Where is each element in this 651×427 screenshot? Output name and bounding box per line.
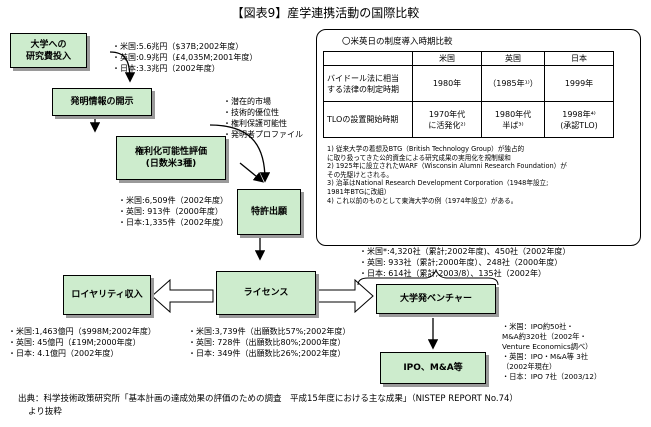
university-venture-box: 大学発ベンチャー [376,284,496,314]
royalty-amount-jp: ・日本: 4.1億円（2002年度） [8,349,119,358]
research-funding-uk: ・英国:0.9兆円（£4,035M;2001年度） [112,53,258,62]
note-line: 2) 1925年に設立されたWARF（Wisconsin Alumni Rese… [327,162,567,171]
patent-application-box: 特許出願 [237,189,301,235]
invention-disclosure-box: 発明情報の開示 [52,88,152,116]
criterion-inventor: ・発明者プロファイル [223,130,303,139]
source-line: 出典：科学技術政策研究所「基本計画の達成効果の評価のための調査 平成15年度にお… [18,394,518,404]
ipo-count-line: M&A約320社（2002年・ [502,332,587,341]
table-row-bayh-dole-label: バイドール法に相当 する法律の制定時期 [323,65,413,102]
venture-count-us: ・米国*:4,320社（累計;2002年度)、450社（2002年度） [359,247,571,256]
comparison-notes: 1) 従来大学の着想及BTG（British Technology Group）… [327,145,567,205]
license-counts-list: ・米国:3,739件（出願数比57%;2002年度） ・英国: 728件（出願数… [188,326,350,359]
arrow-license-to-venture [317,278,374,314]
comparison-table: 米国 英国 日本 バイドール法に相当 する法律の制定時期 1980年 （1985… [323,51,614,138]
patentability-evaluation-box: 権利化可能性評価 (日数米3種) [116,136,226,180]
criterion-market: ・潜在的市場 [223,97,271,106]
ipo-count-line: Venture Economics調べ） [502,342,593,351]
page-title: 【図表9】産学連携活動の国際比較 [231,6,420,20]
criterion-technical: ・技術的優位性 [223,108,279,117]
patent-counts-list: ・米国:6,509件（2002年度） ・英国: 913件（2000年度） ・日本… [118,195,228,228]
royalty-amounts-list: ・米国:1,463億円（$998M;2002年度） ・英国: 45億円（£19M… [8,326,156,359]
license-count-us: ・米国:3,739件（出願数比57%;2002年度） [188,327,351,336]
table-header-jp: 日本 [544,51,614,66]
patent-application-label: 特許出願 [250,207,287,217]
evaluation-criteria-list: ・潜在的市場 ・技術的優位性 ・権利保護可能性 ・発明者プロファイル [223,96,303,140]
license-box: ライセンス [216,271,316,315]
table-cell: 1999年 [544,65,614,102]
ipo-ma-label: IPO、M&A等 [403,363,463,373]
criterion-protection: ・権利保護可能性 [223,119,287,128]
research-funding-us: ・米国:5.6兆円（$37B;2002年度） [112,42,244,51]
venture-count-uk: ・英国: 933社（累計;2000年度）、248社（2000年度） [359,258,563,267]
table-cell: 1970年代 に活発化²⁾ [412,101,482,138]
note-line: その先駆けとされる。 [327,170,393,179]
table-header-blank [323,51,413,66]
note-line: 3) 治革はNational Research Development Corp… [327,179,549,188]
arrow-license-to-royalty [151,278,214,314]
table-header-us: 米国 [412,51,482,66]
patent-count-uk: ・英国: 913件（2000年度） [118,207,223,216]
royalty-amount-us: ・米国:1,463億円（$998M;2002年度） [8,327,156,336]
ipo-count-line: ・英国：IPO・M&A等 3社 [502,352,589,361]
table-cell: 1980年 [412,65,482,102]
table-cell: （1985年¹⁾） [481,65,545,102]
ipo-count-line: ・米国：IPO約50社・ [502,322,574,331]
ipo-count-line: ・日本：IPO 7社（2003/12） [502,372,602,381]
research-funding-label: 大学への 研究費投入 [25,39,71,62]
invention-disclosure-label: 発明情報の開示 [70,97,134,107]
license-count-uk: ・英国: 728件（出願数比80%;2000年度） [188,338,346,347]
research-funding-jp: ・日本:3.3兆円（2002年度） [112,64,220,73]
royalty-income-label: ロイヤリティ収入 [71,290,143,300]
table-row-tlo-label: TLOの設置開始時期 [323,101,413,138]
comparison-title: 〇米英日の制度導入時期比較 [342,37,453,47]
note-line: 1) 従来大学の着想及BTG（British Technology Group）… [327,145,525,153]
university-venture-label: 大学発ベンチャー [400,294,472,304]
ipo-count-line: （2002年現在） [502,362,557,371]
royalty-income-box: ロイヤリティ収入 [63,275,151,315]
ipo-ma-box: IPO、M&A等 [380,352,486,384]
table-cell: 1998年⁴⁾ (承認TLO) [544,101,614,138]
royalty-amount-uk: ・英国: 45億円（£19M;2000年度） [8,338,141,347]
patent-count-jp: ・日本:1,335件（2002年度） [118,218,228,227]
license-label: ライセンス [243,288,289,298]
patentability-evaluation-label: 権利化可能性評価 (日数米3種) [134,147,207,169]
table-cell: 1980年代 半ば³⁾ [481,101,545,138]
license-count-jp: ・日本: 349件（出願数比26%;2002年度） [188,349,346,358]
patent-count-us: ・米国:6,509件（2002年度） [118,196,228,205]
ipo-counts-list: ・米国：IPO約50社・ M&A約320社（2002年・ Venture Eco… [502,322,601,382]
venture-brace [357,268,499,286]
source-citation: 出典：科学技術政策研究所「基本計画の達成効果の評価のための調査 平成15年度にお… [18,393,518,419]
arrow-curve-to-patent [209,124,271,183]
venture-count-jp: ・日本: 614社（累計;2003/8）、135社（2002年） [359,269,546,278]
research-funding-box: 大学への 研究費投入 [10,33,87,68]
arrow-research-to-disclosure [109,51,136,83]
venture-counts-list: ・米国*:4,320社（累計;2002年度)、450社（2002年度） ・英国:… [359,246,570,279]
note-line: に取り扱ってきた公的資金による研究成果の実用化を規制緩和 [327,153,511,162]
research-funding-list: ・米国:5.6兆円（$37B;2002年度） ・英国:0.9兆円（£4,035M… [112,41,257,74]
table-header-uk: 英国 [481,51,545,66]
arrow-evaluation-to-patent [239,162,265,183]
note-line: 1981年BTGに改組） [327,187,391,196]
source-line: より抜粋 [28,407,62,417]
note-line: 4) これ以前のものとして東海大学の例（1974年設立）がある。 [327,196,518,205]
